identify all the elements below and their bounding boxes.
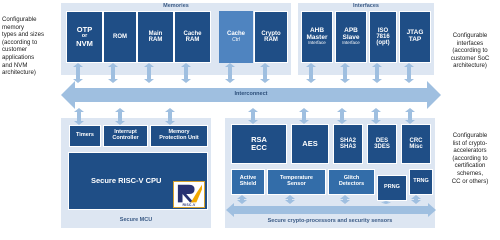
bus-connector-arrow <box>225 63 235 83</box>
sensor-bus <box>226 203 436 217</box>
bus-connector-arrow <box>306 63 316 83</box>
bus-connector-arrow <box>340 195 350 204</box>
bus-connector-arrow <box>405 108 415 124</box>
interfaces-title: Interfaces <box>353 3 379 9</box>
bus-connector-arrow <box>411 195 421 204</box>
bus-connector-arrow <box>260 63 270 83</box>
bus-connector-arrow <box>144 63 154 83</box>
bus-connector-arrow <box>74 108 84 125</box>
timers-block: Timers <box>69 125 101 147</box>
bus-connector-arrow <box>404 63 414 83</box>
bus-connector-arrow <box>337 108 347 124</box>
aes-block: AES <box>291 124 329 164</box>
bus-connector-arrow <box>108 63 118 83</box>
interconnect-label: Interconnect <box>234 91 268 97</box>
bus-connector-arrow <box>285 195 295 204</box>
bus-connector-arrow <box>248 108 258 124</box>
bus-connector-arrow <box>181 63 191 83</box>
risc-v-logo: RISC-V <box>173 181 205 208</box>
prng-block: PRNG <box>377 175 407 201</box>
bus-connector-arrow <box>372 63 382 83</box>
bus-connector-arrow <box>371 108 381 124</box>
secure-mcu-title: Secure MCU <box>119 217 153 223</box>
trng-block: TRNG <box>409 169 433 195</box>
bus-connector-arrow <box>115 108 125 125</box>
bus-connector-arrow <box>299 108 309 124</box>
bus-connector-arrow <box>165 108 175 125</box>
rom-block: ROM <box>103 11 137 63</box>
bus-connector-arrow <box>73 63 83 83</box>
crypto-title: Secure crypto-processors and security se… <box>267 218 393 224</box>
memories-title: Memories <box>163 3 189 9</box>
bus-connector-arrow <box>237 195 247 204</box>
bus-connector-arrow <box>340 63 350 83</box>
bus-connector-arrow <box>381 201 391 204</box>
interconnect-bus <box>61 81 441 109</box>
